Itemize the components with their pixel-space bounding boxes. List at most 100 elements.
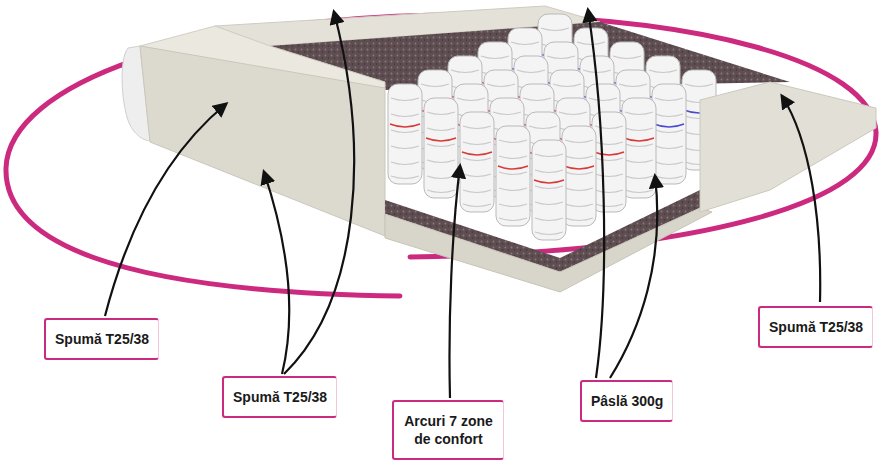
- spring-seam: [565, 204, 593, 207]
- callout-box: Spumă T25/38: [222, 376, 337, 418]
- spring-seam: [613, 56, 641, 59]
- spring-seam: [499, 172, 527, 175]
- spring-seam: [655, 130, 683, 133]
- zone-line: [594, 152, 624, 155]
- leader-line: [588, 10, 604, 378]
- spring-seam: [427, 160, 455, 163]
- spring-seam: [451, 70, 479, 73]
- spring-seam: [517, 70, 545, 73]
- spring-seam: [427, 144, 455, 147]
- spring-seam: [655, 146, 683, 149]
- spring-body: [460, 112, 494, 212]
- spring-seam: [487, 84, 515, 87]
- zone-line: [426, 138, 456, 141]
- spring-seam: [565, 140, 593, 143]
- spring-seam: [391, 176, 419, 179]
- leader-line: [284, 12, 354, 374]
- pocket-spring: [460, 112, 494, 212]
- spring-seam: [649, 70, 677, 73]
- leader-line: [264, 172, 289, 374]
- spring-seam: [463, 158, 491, 161]
- spring-seam: [655, 176, 683, 179]
- spring-seam: [565, 172, 593, 175]
- spring-seam: [421, 84, 449, 87]
- spring-seam: [463, 190, 491, 193]
- callout-box: Spumă T25/38: [758, 306, 873, 348]
- leader-line: [610, 176, 657, 378]
- spring-seam: [499, 218, 527, 221]
- spring-seam: [391, 146, 419, 149]
- spring-seam: [589, 98, 617, 101]
- callout-label: Spumă T25/38: [55, 330, 149, 348]
- spring-seam: [499, 156, 527, 159]
- spring-seam: [535, 202, 563, 205]
- spring-seam: [535, 154, 563, 157]
- zone-line: [654, 124, 684, 127]
- spring-seam: [523, 98, 551, 101]
- spring-seam: [463, 174, 491, 177]
- spring-seam: [391, 98, 419, 101]
- spring-body: [652, 84, 686, 184]
- zone-line: [462, 152, 492, 155]
- pocket-spring: [424, 98, 458, 198]
- spring-seam: [427, 112, 455, 115]
- spring-seam: [625, 128, 653, 131]
- spring-seam: [565, 188, 593, 191]
- spring-seam: [655, 114, 683, 117]
- callout-label: Arcuri 7 zone de confort: [403, 412, 494, 448]
- pocket-spring: [652, 84, 686, 184]
- leader-line: [105, 104, 226, 316]
- spring-seam: [547, 56, 575, 59]
- pocket-spring: [622, 98, 656, 198]
- spring-seam: [559, 112, 587, 115]
- spring-seam: [391, 114, 419, 117]
- spring-seam: [655, 162, 683, 165]
- bottom-foam: [385, 208, 712, 292]
- callout-label: Pâslă 300g: [591, 392, 663, 410]
- spring-seam: [565, 156, 593, 159]
- callout-box: Arcuri 7 zone de confort: [392, 400, 504, 460]
- spring-seam: [427, 128, 455, 131]
- pocket-spring: [532, 140, 566, 240]
- leader-line: [449, 166, 460, 398]
- spring-seam: [535, 186, 563, 189]
- spring-seam: [463, 142, 491, 145]
- spring-seam: [427, 190, 455, 193]
- spring-seam: [625, 176, 653, 179]
- pocket-spring: [496, 126, 530, 226]
- spring-seam: [535, 232, 563, 235]
- callout-label: Spumă T25/38: [769, 318, 863, 336]
- spring-seam: [463, 126, 491, 129]
- spring-seam: [535, 218, 563, 221]
- zone-line: [624, 138, 654, 141]
- spring-seam: [625, 190, 653, 193]
- spring-seam: [595, 174, 623, 177]
- highlight-ellipse: [6, 15, 876, 296]
- right-foam: [700, 82, 876, 212]
- spring-seam: [391, 130, 419, 133]
- spring-seam: [427, 176, 455, 179]
- spring-seam: [595, 204, 623, 207]
- spring-seam: [595, 158, 623, 161]
- spring-seam: [577, 42, 605, 45]
- spring-seam: [499, 140, 527, 143]
- pocket-spring: [562, 126, 596, 226]
- spring-seam: [391, 162, 419, 165]
- spring-seam: [463, 204, 491, 207]
- spring-seam: [457, 98, 485, 101]
- spring-body: [496, 126, 530, 226]
- spring-seam: [619, 84, 647, 87]
- spring-seam: [565, 218, 593, 221]
- spring-seam: [625, 160, 653, 163]
- spring-body: [622, 98, 656, 198]
- spring-body: [424, 98, 458, 198]
- spring-seam: [625, 144, 653, 147]
- spring-body: [562, 126, 596, 226]
- spring-seam: [595, 142, 623, 145]
- zone-line: [564, 166, 594, 169]
- leader-line: [782, 96, 820, 302]
- zone-line: [534, 180, 564, 183]
- zone-line: [390, 124, 420, 127]
- spring-seam: [535, 170, 563, 173]
- spring-seam: [529, 126, 557, 129]
